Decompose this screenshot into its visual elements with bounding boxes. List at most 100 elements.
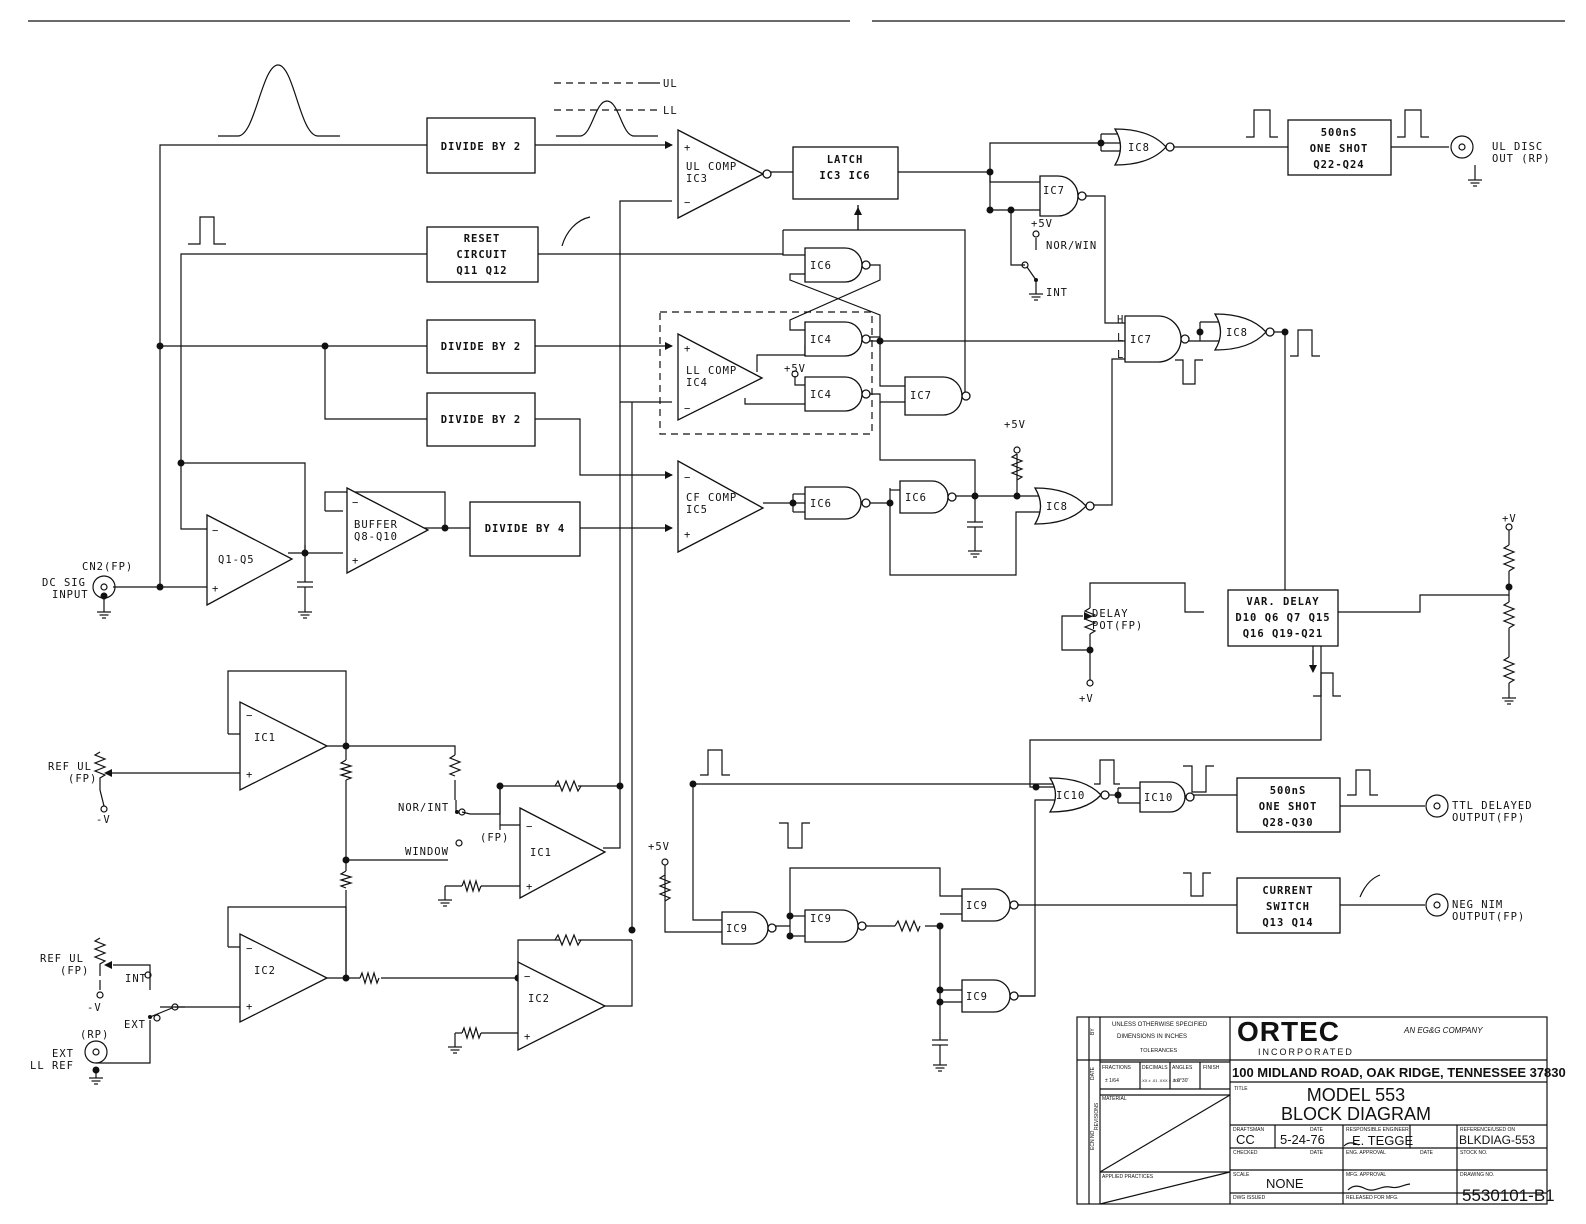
svg-text:IC8: IC8 xyxy=(1226,327,1248,339)
svg-text:IC7: IC7 xyxy=(1043,185,1065,197)
svg-text:Q28-Q30: Q28-Q30 xyxy=(1262,817,1313,829)
int-label: INT xyxy=(1046,287,1068,299)
ic2-right-amplifier: −+ IC2 xyxy=(517,960,607,1052)
svg-text:E. TEGGE: E. TEGGE xyxy=(1352,1133,1413,1148)
ortec-logo: ORTEC xyxy=(1237,1016,1340,1047)
svg-text:CURRENT: CURRENT xyxy=(1262,885,1313,897)
svg-text:+: + xyxy=(246,769,253,781)
svg-text:−: − xyxy=(212,525,219,537)
neg-nim-output-label-2: OUTPUT(FP) xyxy=(1452,911,1525,923)
svg-text:CC: CC xyxy=(1236,1132,1255,1147)
connectors xyxy=(84,135,1474,1064)
ext-label: EXT xyxy=(124,1019,146,1031)
fp-label: (FP) xyxy=(480,832,509,844)
minus-v-top-label: -V xyxy=(96,814,111,826)
ul-disc-out-label-1: UL DISC xyxy=(1492,141,1543,153)
svg-text:IC1: IC1 xyxy=(254,732,276,744)
svg-text:± 0°30': ± 0°30' xyxy=(1173,1078,1188,1084)
svg-text:+: + xyxy=(526,881,533,893)
svg-text:−: − xyxy=(684,403,691,415)
dc-sig-input-label-1: DC SIG xyxy=(42,577,86,589)
cf-comparator: −+ CF COMP IC5 xyxy=(677,459,765,554)
svg-text:CHECKED: CHECKED xyxy=(1233,1150,1258,1156)
svg-text:STOCK NO.: STOCK NO. xyxy=(1460,1150,1487,1156)
ic8-right-gate: IC8 xyxy=(1213,313,1275,351)
ext-ll-ref-label-1: EXT xyxy=(52,1048,74,1060)
reset-circuit-block: RESET CIRCUIT Q11 Q12 xyxy=(426,226,539,283)
svg-text:DWG ISSUED: DWG ISSUED xyxy=(1233,1195,1266,1201)
ic6-b-gate: IC6 xyxy=(899,480,957,514)
plus5v-ic9-label: +5V xyxy=(648,841,670,853)
svg-text:DECIMALS: DECIMALS xyxy=(1142,1065,1168,1071)
plus-v-label-delay: +V xyxy=(1079,693,1094,705)
ul-label: UL xyxy=(663,78,678,90)
svg-text:100 MIDLAND ROAD, OAK RIDGE, T: 100 MIDLAND ROAD, OAK RIDGE, TENNESSEE 3… xyxy=(1232,1065,1566,1080)
svg-text:IC6: IC6 xyxy=(810,260,832,272)
ic4-b-gate: IC4 xyxy=(804,376,871,412)
ic4-a-gate: IC4 xyxy=(804,321,871,357)
ext-ll-ref-label-2: LL REF xyxy=(30,1060,74,1072)
plus-v-label-right: +V xyxy=(1502,513,1517,525)
dc-sig-input-label-2: INPUT xyxy=(52,589,89,601)
svg-text:BY: BY xyxy=(1090,1028,1096,1035)
svg-text:CIRCUIT: CIRCUIT xyxy=(456,249,507,261)
ic7-top-gate: IC7 xyxy=(1039,175,1087,217)
rp-label: (RP) xyxy=(80,1029,109,1041)
grounds xyxy=(88,165,1517,1085)
ic9-a-gate: IC9 xyxy=(721,911,777,945)
waveforms xyxy=(188,64,1429,898)
svg-text:VAR. DELAY: VAR. DELAY xyxy=(1246,596,1319,608)
svg-text:LL COMP: LL COMP xyxy=(686,365,737,377)
svg-text:RELEASED FOR MFG.: RELEASED FOR MFG. xyxy=(1346,1195,1399,1201)
svg-text:+: + xyxy=(684,142,691,154)
svg-text:−: − xyxy=(684,472,691,484)
svg-text:IC7: IC7 xyxy=(910,390,932,402)
svg-text:+: + xyxy=(684,343,691,355)
svg-text:Q13 Q14: Q13 Q14 xyxy=(1262,917,1313,929)
ic9-d-gate: IC9 xyxy=(961,979,1019,1013)
ic2-left-amplifier: −+ IC2 xyxy=(239,932,329,1024)
divide-by-4-block: DIVIDE BY 4 xyxy=(469,501,581,557)
svg-text:−: − xyxy=(246,943,253,955)
oneshot-ttl-block: 500nS ONE SHOT Q28-Q30 xyxy=(1236,777,1341,833)
svg-text:IC10: IC10 xyxy=(1056,790,1085,802)
nor-win-label: NOR/WIN xyxy=(1046,240,1097,252)
svg-text:TOLERANCES: TOLERANCES xyxy=(1140,1048,1178,1054)
svg-text:MATERIAL: MATERIAL xyxy=(1102,1096,1127,1102)
svg-text:+: + xyxy=(212,583,219,595)
svg-text:IC2: IC2 xyxy=(528,993,550,1005)
divide-by-2-mid2-block: DIVIDE BY 2 xyxy=(426,392,536,447)
svg-text:RESET: RESET xyxy=(464,233,501,245)
q1-q5-amplifier: − + Q1-Q5 xyxy=(206,513,294,607)
svg-text:Q22-Q24: Q22-Q24 xyxy=(1313,159,1364,171)
l-label-1: L xyxy=(1117,332,1124,344)
svg-text:DATE: DATE xyxy=(1420,1150,1434,1156)
svg-text:ECN NO.: ECN NO. xyxy=(1090,1129,1096,1150)
svg-text:IC8: IC8 xyxy=(1128,142,1150,154)
svg-text:AN EG&G COMPANY: AN EG&G COMPANY xyxy=(1403,1026,1483,1035)
neg-nim-output-label-1: NEG NIM xyxy=(1452,899,1503,911)
annotation-labels: UL LL +5V NOR/WIN INT H L L +5V +5V UL D… xyxy=(30,78,1550,1072)
svg-text:IC4: IC4 xyxy=(686,377,708,389)
svg-text:Q1-Q5: Q1-Q5 xyxy=(218,554,255,566)
svg-text:DATE: DATE xyxy=(1310,1127,1324,1133)
svg-text:ONE SHOT: ONE SHOT xyxy=(1310,143,1369,155)
plus5v-label: +5V xyxy=(1031,218,1053,230)
svg-text:−: − xyxy=(352,497,359,509)
svg-text:+: + xyxy=(684,529,691,541)
cn2-label: CN2(FP) xyxy=(82,561,133,573)
svg-text:IC9: IC9 xyxy=(810,913,832,925)
svg-text:IC4: IC4 xyxy=(810,389,832,401)
nor-int-label: NOR/INT xyxy=(398,802,449,814)
junction-dots xyxy=(92,139,1513,1074)
delay-pot-label-2: POT(FP) xyxy=(1092,620,1143,632)
svg-text:IC6: IC6 xyxy=(905,492,927,504)
ic8-bottom-gate: IC8 xyxy=(1033,487,1095,525)
ic9-c-gate: IC9 xyxy=(961,888,1019,922)
svg-text:Q11 Q12: Q11 Q12 xyxy=(456,265,507,277)
svg-text:IC8: IC8 xyxy=(1046,501,1068,513)
svg-text:IC9: IC9 xyxy=(966,991,988,1003)
svg-text:IC9: IC9 xyxy=(726,923,748,935)
svg-text:BLKDIAG-553: BLKDIAG-553 xyxy=(1459,1133,1535,1147)
ref-ul-bottom-label-1: REF UL xyxy=(40,953,84,965)
